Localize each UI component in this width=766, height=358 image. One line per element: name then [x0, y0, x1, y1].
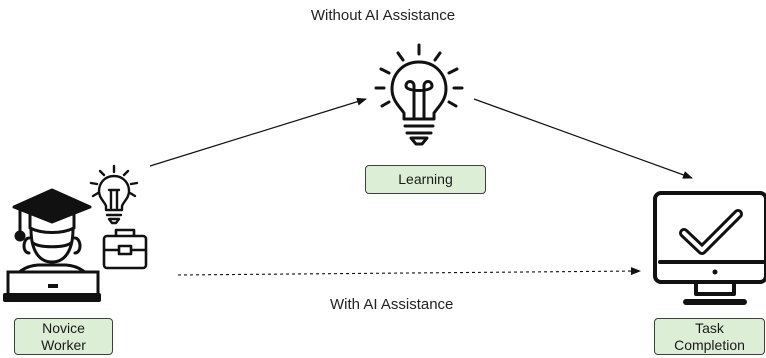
- lightbulb-icon: [374, 43, 464, 146]
- without-ai-assistance-label: Without AI Assistance: [310, 7, 456, 24]
- task-completion-node: Task Completion: [654, 318, 765, 355]
- with-ai-assistance-label: With AI Assistance: [330, 296, 454, 313]
- learning-node: Learning: [365, 165, 486, 194]
- arrow-learning-to-task: [473, 98, 693, 179]
- laptop-icon: [3, 270, 101, 302]
- arrow-novice-to-learning: [149, 97, 367, 167]
- briefcase-icon: [102, 228, 148, 270]
- task-completion-label-line1: Task: [695, 319, 724, 336]
- monitor-checkmark-icon: [653, 191, 766, 305]
- dashed-arrow-novice-to-task: [177, 267, 641, 276]
- novice-worker-node: Novice Worker: [14, 318, 113, 355]
- graduate-student-icon: [12, 188, 92, 302]
- novice-worker-label-line1: Novice: [42, 319, 85, 336]
- learning-label: Learning: [398, 171, 453, 187]
- lightbulb-icon: [89, 164, 139, 225]
- novice-worker-label-line2: Worker: [41, 336, 86, 353]
- task-completion-label-line2: Completion: [674, 336, 745, 353]
